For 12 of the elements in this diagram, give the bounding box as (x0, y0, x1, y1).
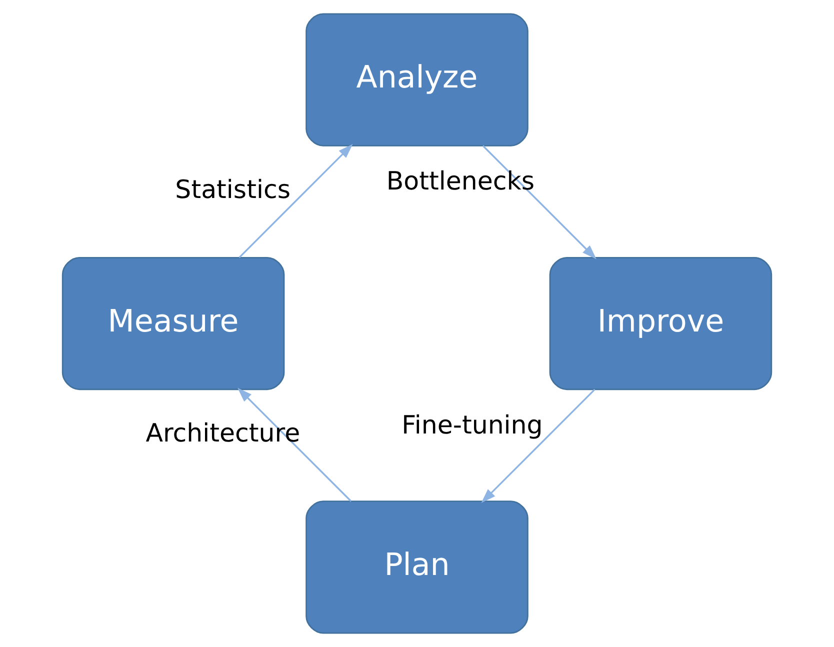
arrow (482, 145, 596, 260)
edge-label: Fine-tuning (402, 410, 543, 440)
arrow (481, 388, 596, 503)
arrow (238, 144, 353, 258)
node-box: Analyze (306, 13, 528, 146)
edge-label: Statistics (175, 174, 290, 204)
edge-label: Architecture (146, 418, 300, 448)
node-box: Measure (62, 256, 285, 390)
edge-label: Bottlenecks (386, 166, 534, 196)
node-box: Improve (549, 256, 772, 390)
arrow (238, 388, 352, 502)
node-box: Plan (306, 500, 528, 634)
